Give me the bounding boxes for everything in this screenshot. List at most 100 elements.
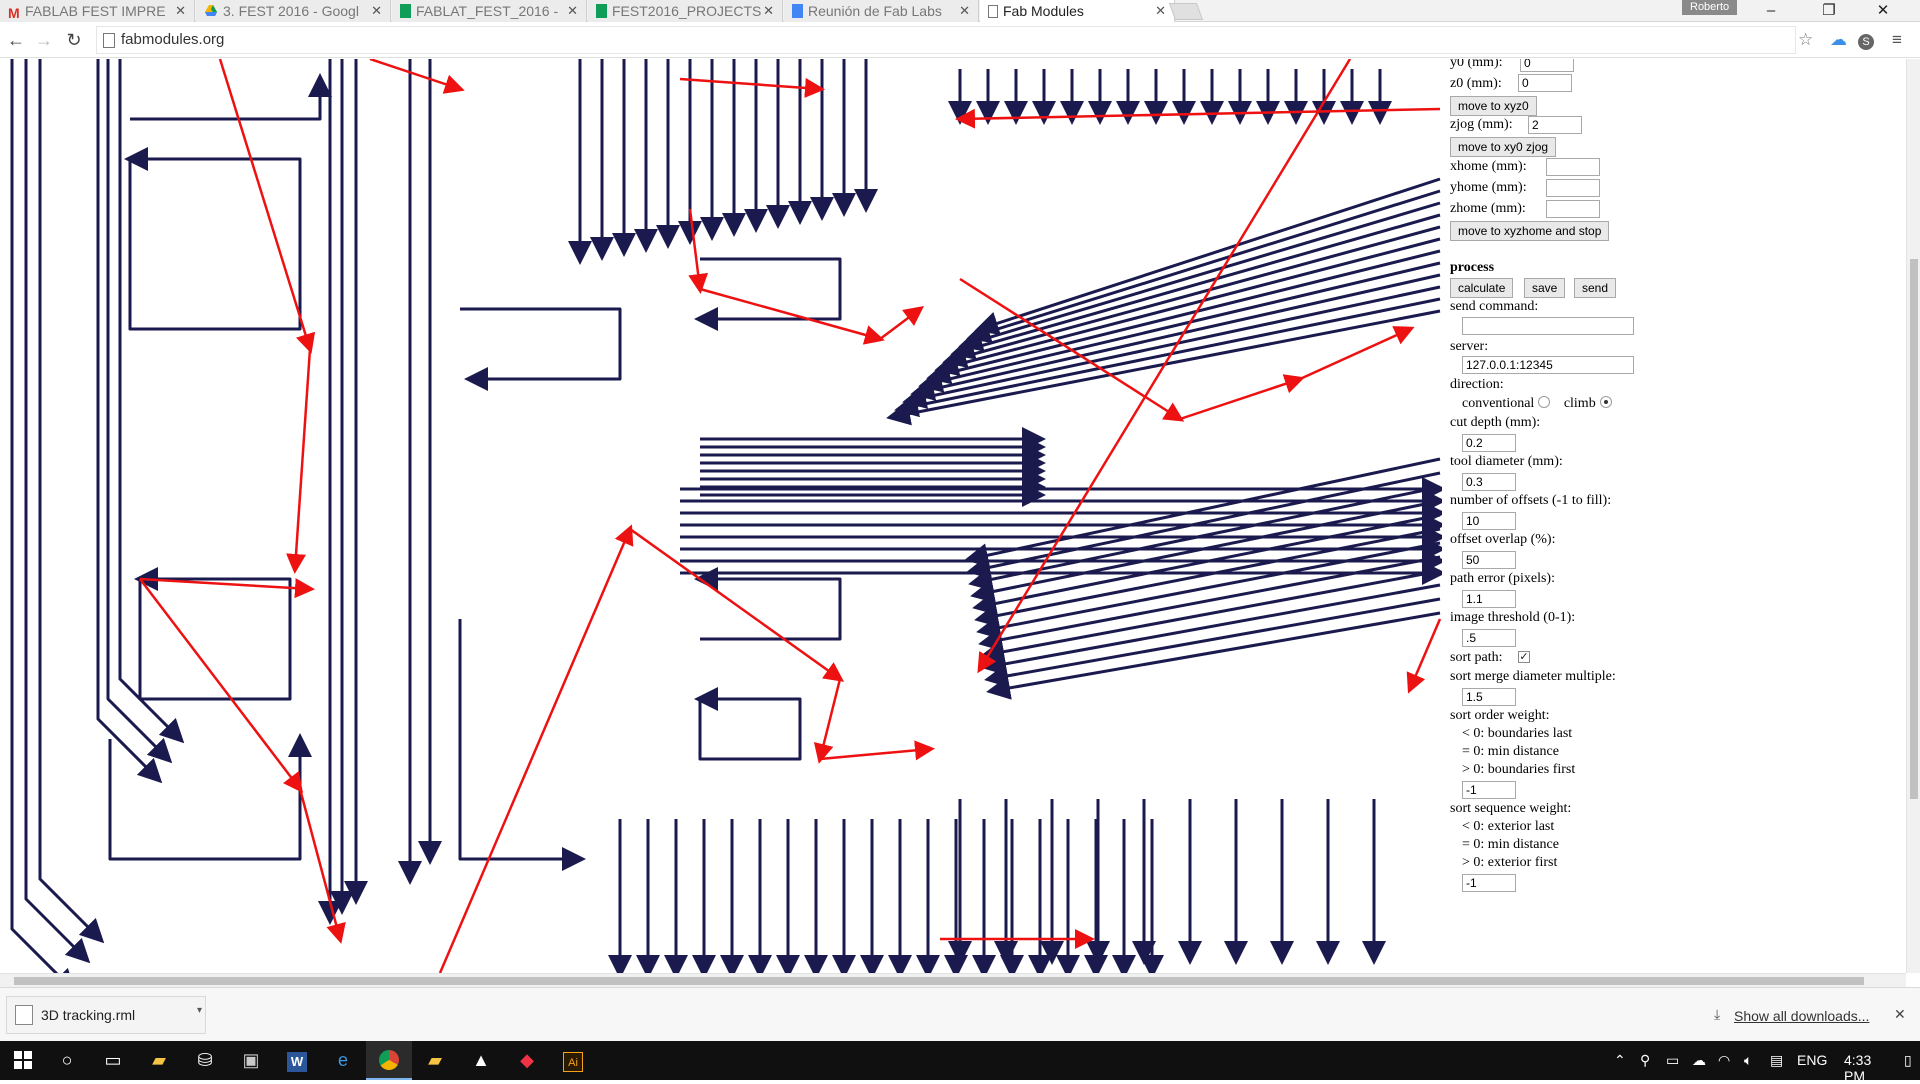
move-to-xyzhome-button[interactable]: move to xyzhome and stop [1450,221,1610,241]
download-shelf: 3D tracking.rml ▾ ⤓ Show all downloads..… [0,987,1920,1041]
toolpath-canvas [10,59,1442,973]
chevron-down-icon[interactable]: ▾ [197,1005,203,1016]
action-center-icon[interactable]: ▯ [1904,1052,1912,1068]
windows-start-icon[interactable] [0,1041,46,1080]
wifi-icon[interactable]: ◠ [1718,1052,1731,1068]
move-to-xyz0-button[interactable]: move to xyz0 [1450,96,1537,116]
acrobat-icon[interactable]: ◆ [520,1050,534,1070]
download-item[interactable]: 3D tracking.rml ▾ [6,996,206,1034]
new-tab-button[interactable] [1168,3,1204,20]
tab-fab-modules[interactable]: Fab Modules✕ [980,0,1175,22]
browser-toolbar: ← → ↻ fabmodules.org ☆ ☁ S ≡ [0,22,1920,58]
gmail-icon: M [8,5,20,21]
restore-icon[interactable]: ❐ [1822,2,1836,19]
close-tab-icon[interactable]: ✕ [175,3,186,18]
menu-icon[interactable]: ≡ [1892,30,1902,49]
vertical-scrollbar[interactable] [1906,59,1920,973]
tool-diameter-input[interactable] [1462,473,1516,491]
offsets-input[interactable] [1462,512,1516,530]
tab-sheets-projects[interactable]: FEST2016_PROJECTS✕ [588,0,783,22]
sort-sequence-input[interactable] [1462,874,1516,892]
volume-icon[interactable]: 🔈︎ [1744,1052,1753,1068]
jump-segment [955,107,1441,129]
battery-icon[interactable]: ▭ [1666,1052,1680,1068]
store-icon[interactable]: ⛁ [197,1050,213,1070]
illustrator-icon[interactable]: Ai [550,1041,596,1080]
server-input[interactable] [1462,356,1634,374]
page-info-icon[interactable] [103,33,115,48]
vertical-scroll-thumb[interactable] [1910,259,1918,799]
close-tab-icon[interactable]: ✕ [1155,3,1166,18]
file-explorer-icon[interactable]: ▰ [152,1050,166,1070]
toolpath-segment [934,237,1441,377]
tool-diameter-label: tool diameter (mm): [1450,454,1563,469]
chrome-icon[interactable] [366,1041,412,1080]
minimize-icon[interactable]: – [1766,2,1776,19]
show-all-downloads-link[interactable]: Show all downloads... [1734,1008,1870,1024]
bookmark-star-icon[interactable]: ☆ [1798,30,1814,49]
tab-docs-reunion[interactable]: Reunión de Fab Labs✕ [784,0,979,22]
sort-order-input[interactable] [1462,781,1516,799]
toolpath-segment [694,257,842,331]
language-indicator[interactable]: ENG [1797,1052,1828,1068]
notification-icon[interactable]: ▤ [1770,1052,1784,1068]
reload-icon[interactable]: ↻ [66,30,82,50]
toolpath-segment [106,59,173,764]
word-icon[interactable]: W [274,1041,320,1080]
forward-arrow-icon[interactable]: → [35,30,53,50]
sort-path-checkbox[interactable]: ✓ [1518,651,1530,663]
climb-radio[interactable] [1599,396,1612,408]
y0-input[interactable] [1520,59,1574,72]
zhome-input[interactable] [1546,200,1600,218]
edge-icon[interactable]: e [337,1050,348,1070]
move-to-xy0-zjog-button[interactable]: move to xy0 zjog [1450,137,1557,157]
z0-label: z0 (mm): [1450,76,1502,91]
close-window-icon[interactable]: ✕ [1876,2,1890,19]
threshold-input[interactable] [1462,629,1516,647]
sort-sequence-label: sort sequence weight: [1450,801,1572,816]
toolpath-segment [986,611,1441,700]
tab-sheets-fablat[interactable]: FABLAT_FEST_2016 -✕ [392,0,587,22]
xhome-input[interactable] [1546,158,1600,176]
download-file-name: 3D tracking.rml [41,1007,136,1023]
address-bar[interactable]: fabmodules.org [96,26,1796,54]
offsets-label: number of offsets (-1 to fill): [1450,493,1612,508]
cloud-icon[interactable]: ☁ [1692,1052,1706,1068]
folder-icon[interactable]: ▰ [428,1050,442,1070]
yhome-input[interactable] [1546,179,1600,197]
conventional-radio[interactable] [1538,396,1551,408]
process-heading: process [1450,260,1495,275]
close-tab-icon[interactable]: ✕ [567,3,578,18]
close-shelf-icon[interactable]: ✕ [1894,1006,1906,1022]
send-button[interactable]: send [1574,278,1617,298]
cut-depth-input[interactable] [1462,434,1516,452]
sort-merge-input[interactable] [1462,688,1516,706]
horizontal-scroll-thumb[interactable] [14,977,1864,985]
path-error-input[interactable] [1462,590,1516,608]
send-command-input[interactable] [1462,317,1634,335]
photos-icon[interactable]: ▲ [472,1050,490,1070]
overlap-input[interactable] [1462,551,1516,569]
skype-extension-icon[interactable]: S [1858,31,1874,50]
zjog-input[interactable] [1528,116,1582,134]
search-icon[interactable]: ○ [61,1050,73,1070]
calculate-button[interactable]: calculate [1450,278,1514,298]
profile-button[interactable]: Roberto [1682,0,1738,15]
app-icon[interactable]: ▣ [242,1050,260,1070]
network-icon[interactable]: ⚲ [1640,1052,1651,1068]
tab-drive[interactable]: 3. FEST 2016 - Googl✕ [196,0,391,22]
close-tab-icon[interactable]: ✕ [959,3,970,18]
task-view-icon[interactable]: ▭ [104,1050,122,1070]
chevron-up-icon[interactable]: ⌃ [1614,1052,1626,1068]
z0-input[interactable] [1518,74,1572,92]
horizontal-scrollbar[interactable] [0,973,1906,987]
clock[interactable]: 4:33 PM [1844,1052,1872,1084]
close-tab-icon[interactable]: ✕ [371,3,382,18]
cloud-extension-icon[interactable]: ☁ [1830,30,1847,49]
close-tab-icon[interactable]: ✕ [763,3,774,18]
jump-segment [1299,326,1415,381]
back-arrow-icon[interactable]: ← [7,30,25,50]
jump-segment [139,578,304,793]
save-button[interactable]: save [1524,278,1566,298]
